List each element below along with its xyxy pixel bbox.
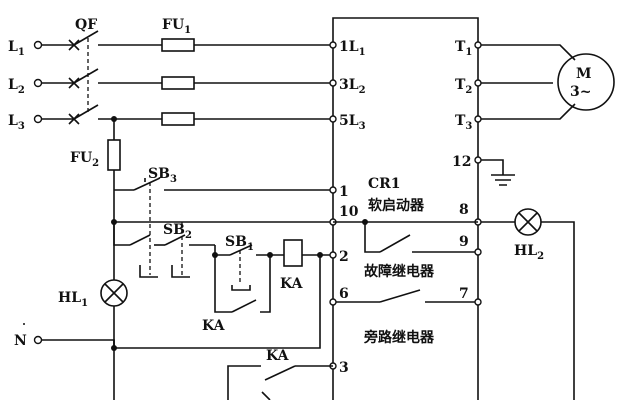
label-n: N [14,333,27,349]
ground-icon [491,174,515,186]
label-terminal-2: 2 [339,249,349,265]
ka-contact-2 [264,365,296,381]
label-l2: L2 [8,77,25,96]
label-terminal-10: 10 [339,204,359,220]
label-terminal-7: 7 [459,286,469,302]
sb2-contact-b [164,234,186,246]
label-l1: L1 [8,39,25,58]
label-terminal-5l3: 5L3 [339,113,366,132]
fault-relay-contact [379,234,411,253]
label-motor-m: M [576,66,592,82]
label-terminal-t3: T3 [455,113,472,132]
label-soft-starter: 软启动器 [368,197,425,214]
bypass-relay-contact [379,289,421,303]
neutral-line [42,339,115,400]
label-hl2: HL2 [514,243,544,262]
soft-starter-box [332,17,479,400]
supply-line-l1 [33,30,333,52]
label-terminal-6: 6 [339,286,349,302]
ka-hold-contact [231,299,257,313]
sb3-contact [133,177,161,191]
supply-line-l2 [33,68,333,90]
label-terminal-3: 3 [339,360,349,376]
label-sb3: SB3 [148,166,177,185]
label-terminal-t1: T1 [455,39,472,58]
sb2-contact-a [129,234,151,246]
label-fault-relay: 故障继电器 [364,263,435,280]
label-ka-coil: KA [280,276,304,292]
fu2-fuse [107,139,121,171]
label-hl1: HL1 [58,290,88,309]
label-qf: QF [75,17,97,33]
label-motor-phase: 3~ [570,84,591,100]
label-fu2: FU2 [70,150,99,169]
label-bypass-relay: 旁路继电器 [363,329,435,346]
label-terminal-9: 9 [459,234,469,250]
label-terminal-3l2: 3L2 [339,77,366,96]
motor [557,53,615,111]
label-fu1: FU1 [162,17,191,36]
ka-relay-coil [283,239,303,267]
label-l3: L3 [8,113,25,132]
label-sb1: SB1 [225,234,254,253]
supply-line-l3 [33,104,333,126]
label-cr1: CR1 [368,176,401,192]
label-terminal-1: 1 [339,184,349,200]
label-sb2: SB2 [163,222,192,241]
label-terminal-1l1: 1L1 [339,39,366,58]
label-terminal-8: 8 [459,202,469,218]
label-ka-contact2: KA [266,348,290,364]
label-terminal-12: 12 [452,154,471,170]
qf-breaker-marks [68,39,80,125]
label-terminal-t2: T2 [455,77,472,96]
sb1-contact [229,244,253,256]
label-ka-contact1: KA [202,318,226,334]
